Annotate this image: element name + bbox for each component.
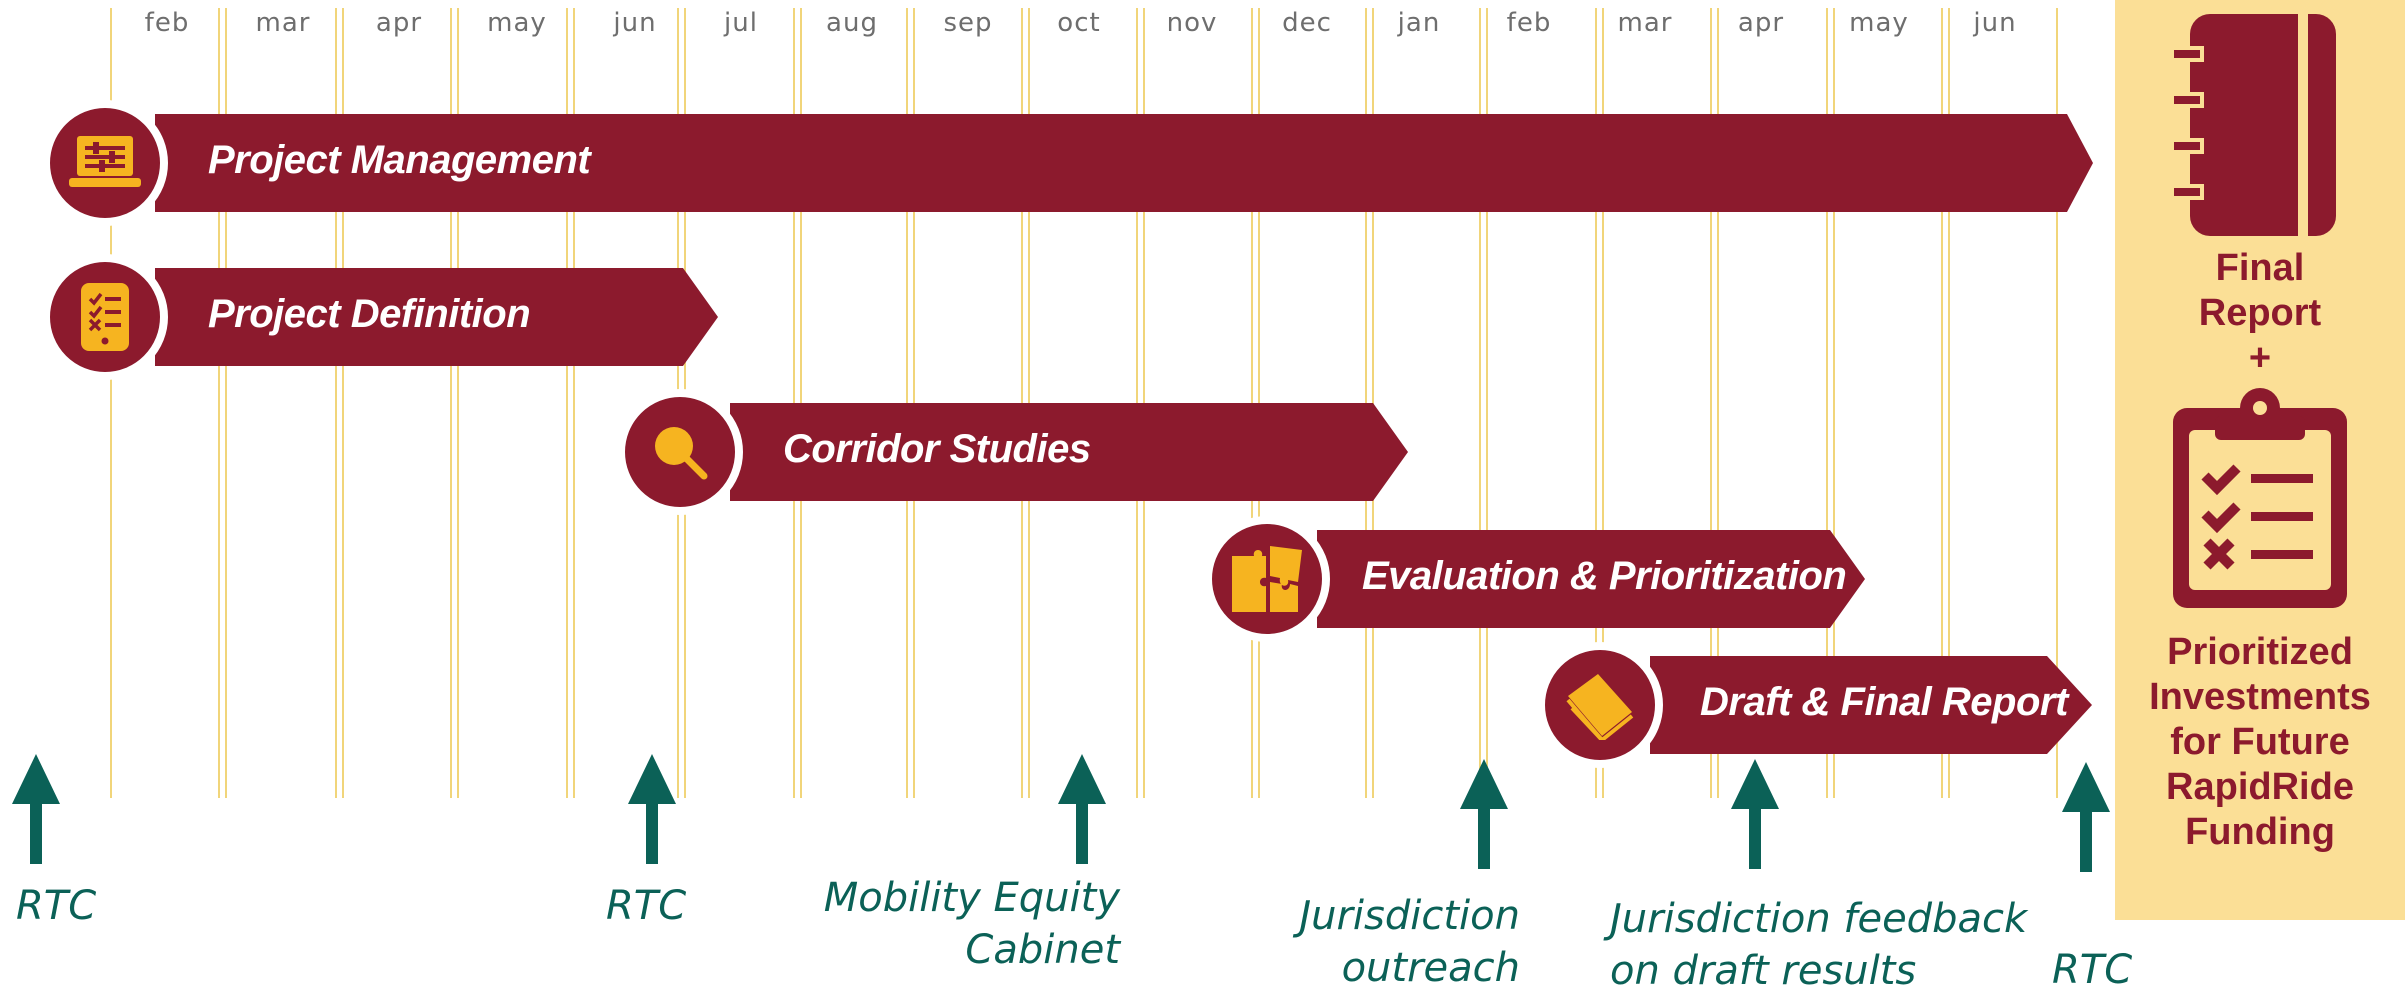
milestone-rtc-3: RTC — [2040, 758, 2160, 994]
milestone-mobility-equity-cabinet: Mobility Equity Cabinet — [780, 750, 1120, 980]
grid-line — [1595, 8, 1604, 798]
milestone-label-line: Jurisdiction — [1299, 893, 1520, 939]
phase-corridor-studies: Corridor Studies — [617, 389, 1425, 515]
panel-text-line: Report — [2198, 292, 2322, 334]
month-label: may — [1849, 8, 1909, 38]
phase-arrow-bar — [730, 403, 1408, 501]
phase-label: Draft & Final Report — [1700, 680, 2068, 724]
final-report-text: Final Report + — [2115, 246, 2405, 381]
grid-line — [2056, 8, 2058, 798]
month-label: sep — [943, 8, 993, 38]
milestone-jurisdiction-feedback: Jurisdiction feedback on draft results — [1610, 755, 2080, 995]
grid-line — [1479, 8, 1488, 798]
phase-project-management: Project Management — [42, 100, 2100, 226]
checklist-tablet-icon — [81, 283, 129, 351]
milestone-arrow-icon — [1731, 759, 1779, 869]
phase-icon-badge — [1537, 642, 1663, 768]
panel-text-line: Prioritized — [2167, 631, 2353, 673]
milestone-label: RTC — [2052, 947, 2133, 993]
phase-arrow-bar — [155, 114, 2093, 212]
phase-project-definition: Project Definition — [42, 254, 730, 380]
notebook-icon — [2170, 14, 2336, 236]
phase-arrow-bar — [1317, 530, 1865, 628]
milestone-label-line: Cabinet — [965, 927, 1120, 973]
milestone-label: Jurisdiction outreach — [1299, 890, 1520, 994]
phase-draft-final-report: Draft & Final Report — [1537, 642, 2095, 768]
laptop-settings-icon — [69, 136, 141, 187]
phase-label: Project Management — [208, 138, 591, 182]
month-label: jun — [1973, 8, 2017, 38]
milestone-arrow-icon — [1058, 754, 1106, 864]
milestone-arrow-icon — [12, 754, 60, 864]
phase-icon-badge — [42, 254, 168, 380]
panel-text-line: Investments — [2149, 676, 2371, 718]
milestone-arrow-icon — [628, 754, 676, 864]
month-label: mar — [255, 8, 311, 38]
month-label: nov — [1166, 8, 1218, 38]
milestone-rtc-2: RTC — [580, 750, 780, 950]
month-label: may — [487, 8, 547, 38]
phase-icon-badge — [617, 389, 743, 515]
phase-icon-badge — [1204, 516, 1330, 642]
month-label: apr — [375, 8, 423, 38]
phase-arrow-bar — [155, 268, 718, 366]
panel-text-line: + — [2248, 337, 2272, 379]
milestone-arrow-icon — [2062, 762, 2110, 872]
panel-text-line: Final — [2215, 247, 2305, 289]
month-label: mar — [1617, 8, 1673, 38]
phase-label: Corridor Studies — [783, 427, 1091, 471]
panel-text-line: for Future — [2170, 721, 2350, 763]
phase-label: Evaluation & Prioritization — [1362, 554, 1847, 598]
month-label: apr — [1737, 8, 1785, 38]
grid-line — [450, 8, 459, 798]
phase-icon-badge — [42, 100, 168, 226]
panel-text-line: Funding — [2185, 811, 2335, 853]
milestone-label: RTC — [16, 883, 97, 929]
milestone-rtc-1: RTC — [0, 750, 200, 950]
month-label: oct — [1057, 8, 1101, 38]
milestone-label: Mobility Equity Cabinet — [824, 872, 1120, 976]
panel-text-line: RapidRide — [2166, 766, 2354, 808]
month-label: aug — [826, 8, 878, 38]
milestone-label-line: Jurisdiction feedback — [1610, 896, 2028, 942]
puzzle-icon — [1232, 546, 1302, 612]
grid-line — [1710, 8, 1719, 798]
grid-line — [110, 8, 112, 798]
grid-line — [566, 8, 575, 798]
phase-label: Project Definition — [208, 292, 531, 336]
outcome-panel: Final Report + Prioritized Investments f… — [2115, 0, 2405, 920]
magnifier-icon — [655, 427, 708, 480]
milestone-label: Jurisdiction feedback on draft results — [1610, 893, 2027, 997]
month-label: jul — [724, 8, 758, 38]
outcome-text: Prioritized Investments for Future Rapid… — [2115, 630, 2405, 855]
milestone-arrow-icon — [1460, 759, 1508, 869]
book-icon — [1566, 674, 1634, 740]
clipboard-checklist-icon — [2173, 388, 2347, 608]
grid-line — [335, 8, 344, 798]
month-label: dec — [1282, 8, 1332, 38]
grid-line — [1941, 8, 1950, 798]
month-label: feb — [1506, 8, 1552, 38]
grid-line — [218, 8, 227, 798]
milestone-label-line: on draft results — [1610, 948, 1917, 994]
month-label: feb — [144, 8, 190, 38]
milestone-jurisdiction-outreach: Jurisdiction outreach — [1260, 755, 1530, 995]
milestone-label-line: outreach — [1341, 945, 1520, 991]
month-label: jan — [1397, 8, 1441, 38]
phase-evaluation-prioritization: Evaluation & Prioritization — [1204, 516, 1882, 642]
phase-arrow-bar — [1650, 656, 2092, 754]
milestone-label: RTC — [606, 883, 687, 929]
month-label: jun — [613, 8, 657, 38]
milestone-label-line: Mobility Equity — [823, 875, 1120, 921]
grid-line — [1826, 8, 1835, 798]
